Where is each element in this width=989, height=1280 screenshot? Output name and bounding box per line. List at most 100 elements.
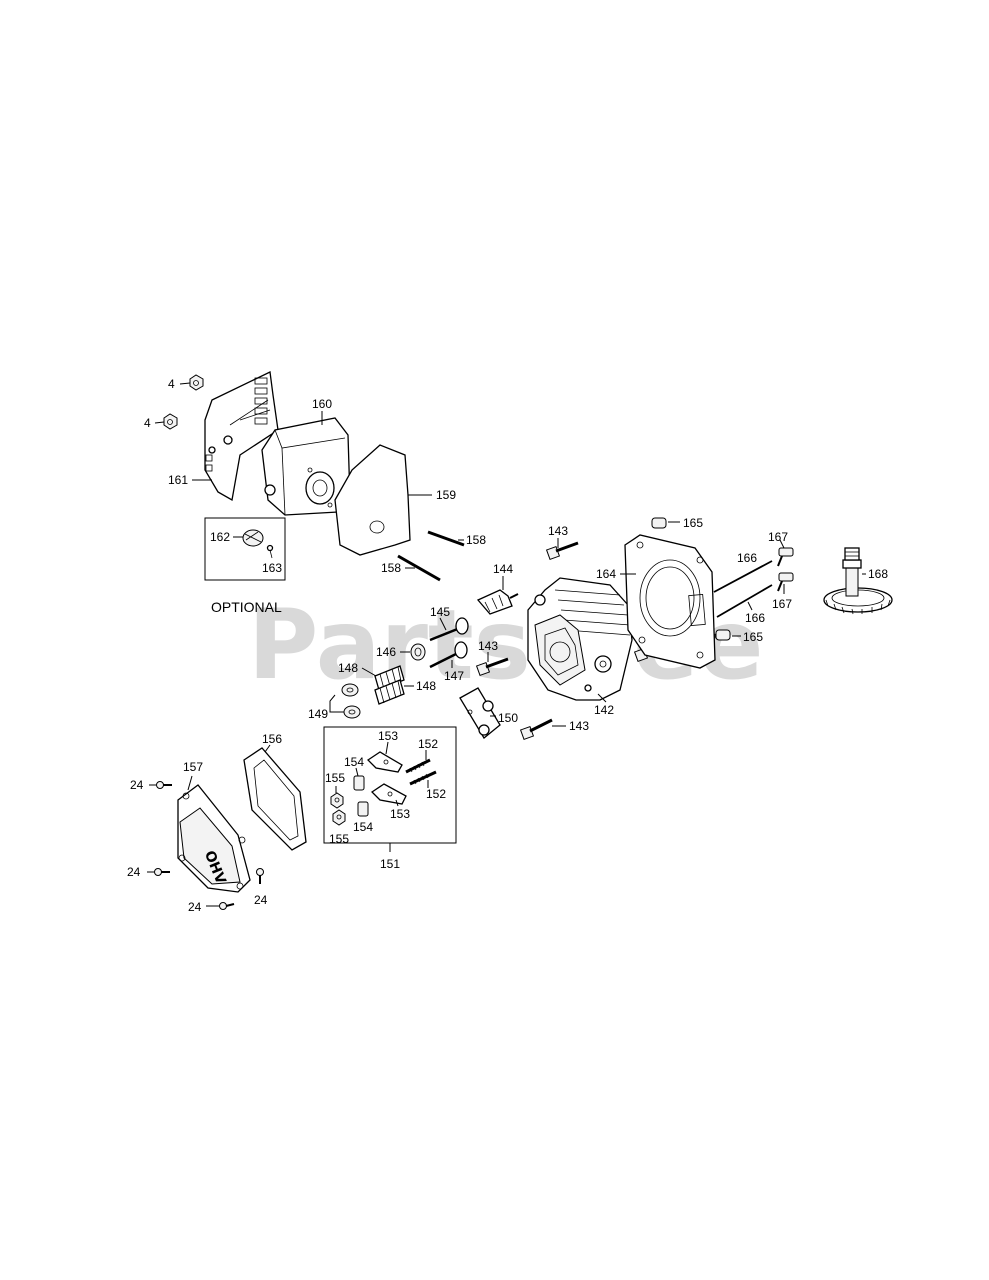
callout-24-right[interactable]: 24 [254, 893, 268, 907]
part-153-rocker-arm-upper[interactable] [366, 751, 403, 773]
part-164-head-gasket[interactable] [624, 534, 716, 669]
callout-162[interactable]: 162 [210, 530, 230, 544]
callout-153-lower[interactable]: 153 [390, 807, 410, 821]
callout-143-top[interactable]: 143 [548, 524, 568, 538]
callout-156[interactable]: 156 [262, 732, 282, 746]
callout-163[interactable]: 163 [262, 561, 282, 575]
leader-153-lower [395, 799, 399, 807]
part-24-bolt-lower-left[interactable] [154, 868, 171, 876]
part-4-nut-lower[interactable] [163, 413, 178, 430]
callout-161[interactable]: 161 [168, 473, 188, 487]
leader-156 [264, 744, 271, 753]
callout-146[interactable]: 146 [376, 645, 396, 659]
part-154-pivot-upper[interactable] [353, 775, 365, 791]
part-156-valve-cover-gasket[interactable] [243, 747, 307, 851]
part-150-rocker-arm-guide-plate[interactable] [459, 687, 501, 739]
callout-166-upper[interactable]: 166 [737, 551, 757, 565]
callout-144[interactable]: 144 [493, 562, 513, 576]
part-153-rocker-arm-lower[interactable] [370, 783, 407, 805]
part-166-push-rod-lower[interactable] [716, 584, 773, 618]
callout-158-lower[interactable]: 158 [381, 561, 401, 575]
leader-149 [329, 694, 344, 713]
leader-153-upper [385, 741, 389, 755]
part-145-valve[interactable] [429, 617, 469, 642]
callout-4-lower[interactable]: 4 [144, 416, 151, 430]
callout-160[interactable]: 160 [312, 397, 332, 411]
part-167-tappet-upper[interactable] [777, 547, 794, 567]
optional-label: OPTIONAL [211, 599, 282, 615]
leader-142 [597, 693, 607, 703]
part-167-tappet-lower[interactable] [777, 572, 794, 592]
callout-145[interactable]: 145 [430, 605, 450, 619]
part-148-valve-spring-upper[interactable] [374, 665, 405, 691]
part-168-camshaft[interactable] [823, 547, 893, 615]
callout-158-upper[interactable]: 158 [466, 533, 486, 547]
part-166-push-rod-upper[interactable] [713, 560, 773, 593]
part-146-valve-seal[interactable] [410, 643, 426, 661]
callout-152-lower[interactable]: 152 [426, 787, 446, 801]
part-148-valve-spring-lower[interactable] [374, 679, 405, 705]
part-152-rocker-arm-pivot-bolt-lower[interactable] [409, 770, 437, 786]
callout-168[interactable]: 168 [868, 567, 888, 581]
leader-4-lower [154, 421, 165, 424]
callout-149[interactable]: 149 [308, 707, 328, 721]
part-24-bolt-upper-left[interactable] [156, 781, 173, 789]
part-147-valve[interactable] [429, 641, 468, 669]
callout-152-upper[interactable]: 152 [418, 737, 438, 751]
part-142-cylinder-head[interactable] [527, 577, 633, 701]
leader-148-upper [361, 667, 377, 677]
callout-155-upper[interactable]: 155 [325, 771, 345, 785]
callout-147[interactable]: 147 [444, 669, 464, 683]
part-158-stud-upper[interactable] [427, 530, 465, 547]
callout-155-lower[interactable]: 155 [329, 832, 349, 846]
part-155-nut-upper[interactable] [330, 792, 344, 809]
callout-150[interactable]: 150 [498, 711, 518, 725]
callout-24-bottom[interactable]: 24 [188, 900, 202, 914]
callout-165-lower[interactable]: 165 [743, 630, 763, 644]
callout-165-upper[interactable]: 165 [683, 516, 703, 530]
callout-24-upper-left[interactable]: 24 [130, 778, 144, 792]
part-154-pivot-lower[interactable] [357, 801, 369, 817]
callout-166-lower[interactable]: 166 [745, 611, 765, 625]
part-143-bolt-mid[interactable] [475, 657, 509, 677]
part-143-bolt-top[interactable] [545, 541, 579, 561]
part-163-screw[interactable] [266, 544, 274, 559]
part-4-nut-upper[interactable] [189, 374, 204, 391]
part-165-dowel-pin-upper[interactable] [651, 517, 667, 529]
callout-24-lower-left[interactable]: 24 [127, 865, 141, 879]
leader-154-upper [355, 767, 359, 777]
part-24-bolt-bottom[interactable] [219, 902, 235, 910]
callout-154-upper[interactable]: 154 [344, 755, 364, 769]
callout-167-lower[interactable]: 167 [772, 597, 792, 611]
part-143-bolt-lower[interactable] [519, 718, 553, 741]
part-149-spring-retainer-lower[interactable] [343, 705, 361, 719]
callout-153-upper[interactable]: 153 [378, 729, 398, 743]
part-162-spark-arrester-screen[interactable] [242, 529, 264, 547]
leader-157 [187, 775, 193, 791]
callout-148-lower[interactable]: 148 [416, 679, 436, 693]
part-161-heat-shield[interactable] [204, 371, 279, 502]
callout-157[interactable]: 157 [183, 760, 203, 774]
part-152-rocker-arm-pivot-bolt-upper[interactable] [405, 758, 431, 774]
callout-159[interactable]: 159 [436, 488, 456, 502]
callout-143-mid[interactable]: 143 [478, 639, 498, 653]
part-149-spring-retainer-upper[interactable] [341, 683, 359, 697]
part-159-muffler-gasket[interactable] [334, 444, 411, 556]
callout-148-upper[interactable]: 148 [338, 661, 358, 675]
callout-164[interactable]: 164 [596, 567, 616, 581]
part-158-stud-lower[interactable] [397, 554, 441, 582]
callout-151[interactable]: 151 [380, 857, 400, 871]
part-157-valve-cover[interactable]: OHV [177, 784, 251, 893]
leader-145 [439, 617, 447, 631]
part-155-nut-lower[interactable] [332, 809, 346, 826]
part-144-spark-plug[interactable] [476, 589, 519, 615]
callout-4-upper[interactable]: 4 [168, 377, 175, 391]
leader-167-upper [779, 539, 785, 549]
part-24-bolt-right[interactable] [256, 868, 264, 885]
callout-142[interactable]: 142 [594, 703, 614, 717]
part-165-dowel-pin-lower[interactable] [715, 629, 731, 641]
callout-143-lower[interactable]: 143 [569, 719, 589, 733]
callout-167-upper[interactable]: 167 [768, 530, 788, 544]
callout-154-lower[interactable]: 154 [353, 820, 373, 834]
